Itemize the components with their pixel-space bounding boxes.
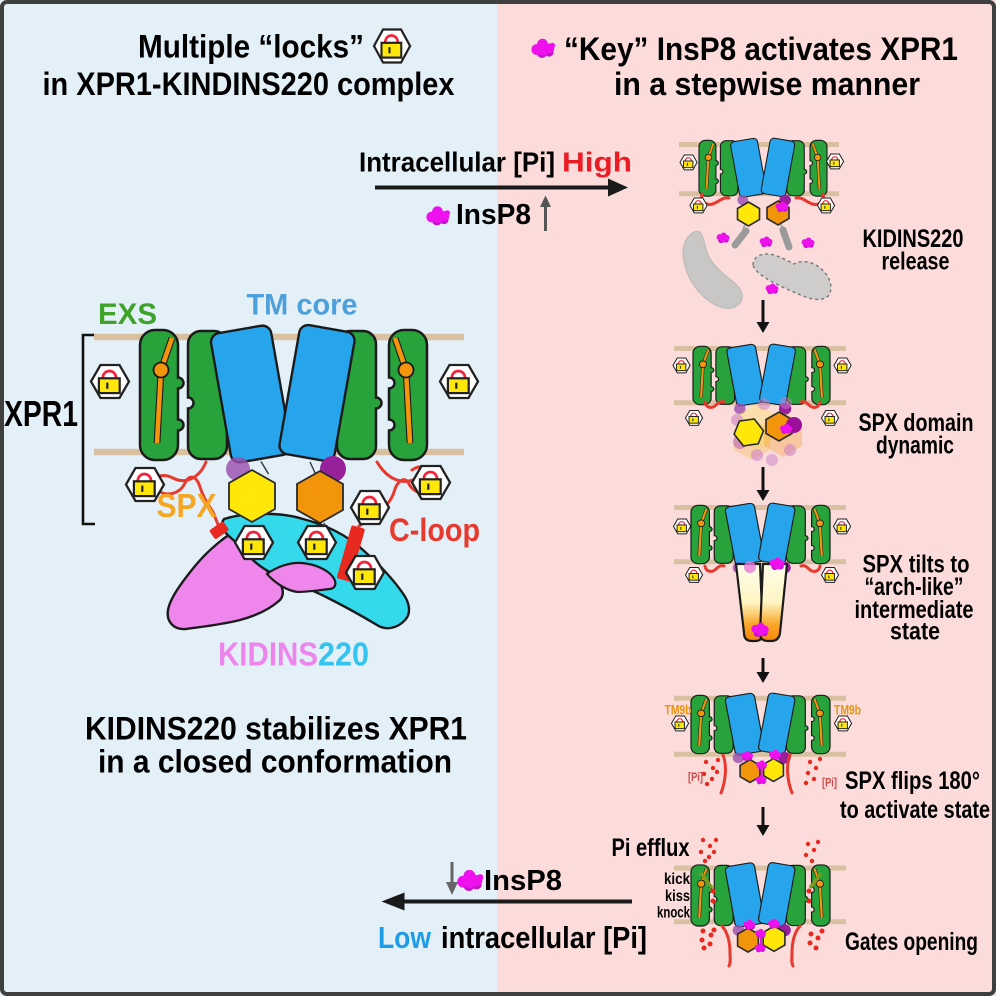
svg-text:“Key” InsP8 activates XPR1: “Key” InsP8 activates XPR1 bbox=[564, 31, 958, 67]
svg-text:dynamic: dynamic bbox=[876, 432, 954, 460]
svg-text:kiss: kiss bbox=[665, 888, 690, 905]
svg-text:Pi efflux: Pi efflux bbox=[612, 834, 690, 862]
svg-text:Low: Low bbox=[378, 920, 432, 955]
svg-text:C-loop: C-loop bbox=[389, 512, 480, 548]
svg-text:KIDINS220 stabilizes XPR1: KIDINS220 stabilizes XPR1 bbox=[85, 711, 467, 747]
svg-text:SPX domain: SPX domain bbox=[859, 409, 974, 437]
svg-text:Multiple “locks”: Multiple “locks” bbox=[138, 29, 364, 65]
svg-text:SPX flips 180°: SPX flips 180° bbox=[845, 767, 980, 795]
svg-text:knock: knock bbox=[657, 905, 690, 922]
svg-text:Intracellular [Pi]: Intracellular [Pi] bbox=[359, 147, 555, 178]
svg-text:TM9b: TM9b bbox=[665, 702, 692, 718]
svg-text:TM9b: TM9b bbox=[834, 702, 861, 718]
svg-text:intracellular [Pi]: intracellular [Pi] bbox=[441, 920, 647, 955]
svg-text:in XPR1-KINDINS220 complex: in XPR1-KINDINS220 complex bbox=[43, 66, 455, 102]
svg-text:KIDINS220: KIDINS220 bbox=[863, 225, 964, 253]
svg-text:XPR1: XPR1 bbox=[4, 393, 78, 434]
svg-text:release: release bbox=[882, 248, 950, 276]
svg-text:TM core: TM core bbox=[247, 289, 358, 322]
svg-text:EXS: EXS bbox=[98, 298, 157, 331]
svg-text:state: state bbox=[890, 618, 940, 646]
svg-text:InsP8: InsP8 bbox=[484, 865, 562, 897]
svg-text:Gates opening: Gates opening bbox=[845, 928, 978, 956]
svg-text:in a closed conformation: in a closed conformation bbox=[98, 744, 452, 780]
svg-text:[Pi]: [Pi] bbox=[822, 778, 837, 790]
svg-text:kick: kick bbox=[664, 871, 690, 888]
svg-text:to activate state: to activate state bbox=[840, 796, 990, 824]
svg-text:[Pi]: [Pi] bbox=[688, 772, 703, 784]
svg-text:InsP8: InsP8 bbox=[456, 199, 531, 231]
svg-text:High: High bbox=[562, 147, 632, 178]
svg-text:SPX: SPX bbox=[157, 487, 217, 524]
svg-text:KIDINS: KIDINS bbox=[218, 636, 318, 673]
svg-text:SPX tilts to: SPX tilts to bbox=[863, 551, 970, 579]
svg-text:220: 220 bbox=[318, 636, 369, 673]
svg-text:in a stepwise manner: in a stepwise manner bbox=[614, 66, 920, 102]
svg-text:“arch-like”: “arch-like” bbox=[865, 573, 964, 601]
svg-text:intermediate: intermediate bbox=[855, 596, 974, 624]
